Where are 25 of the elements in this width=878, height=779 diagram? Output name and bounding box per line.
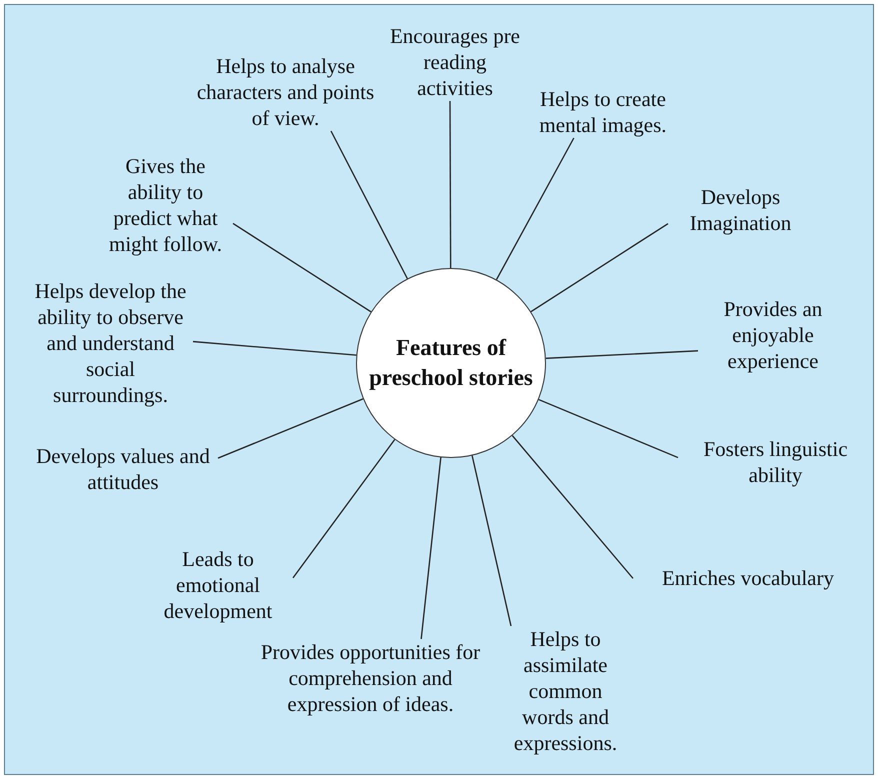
connector-line	[330, 130, 408, 279]
connector-line	[472, 455, 512, 626]
connector-line	[232, 222, 372, 312]
feature-text: Develops values and attitudes	[28, 443, 218, 495]
connector-line	[420, 457, 442, 640]
feature-text: Leads to emotional development	[143, 546, 293, 624]
connector-line	[192, 340, 356, 356]
connector-line	[546, 350, 698, 359]
connector-line	[218, 398, 364, 459]
feature-text: Gives the ability to predict what might follow.	[98, 153, 233, 257]
feature-text: Enriches vocabulary	[633, 565, 863, 591]
center-circle: Features of preschool stories	[356, 268, 546, 458]
feature-text: Provides an enjoyable experience	[698, 296, 848, 374]
connector-line	[292, 439, 396, 578]
feature-text: Helps develop the ability to observe and understand social surroundings.	[28, 278, 193, 408]
feature-text: Provides opportunities for comprehension and expression of ideas.	[258, 639, 483, 717]
connector-line	[512, 435, 634, 579]
connector-line	[538, 398, 678, 458]
connector-line	[530, 223, 668, 312]
connector-line	[449, 101, 452, 268]
feature-text: Helps to assimilate common words and expressions.	[503, 626, 628, 756]
feature-text: Develops Imagination	[668, 184, 813, 236]
feature-text: Helps to analyse characters and points of view.	[188, 53, 383, 131]
connector-line	[496, 138, 574, 280]
feature-text: Fosters linguistic ability	[678, 436, 873, 488]
